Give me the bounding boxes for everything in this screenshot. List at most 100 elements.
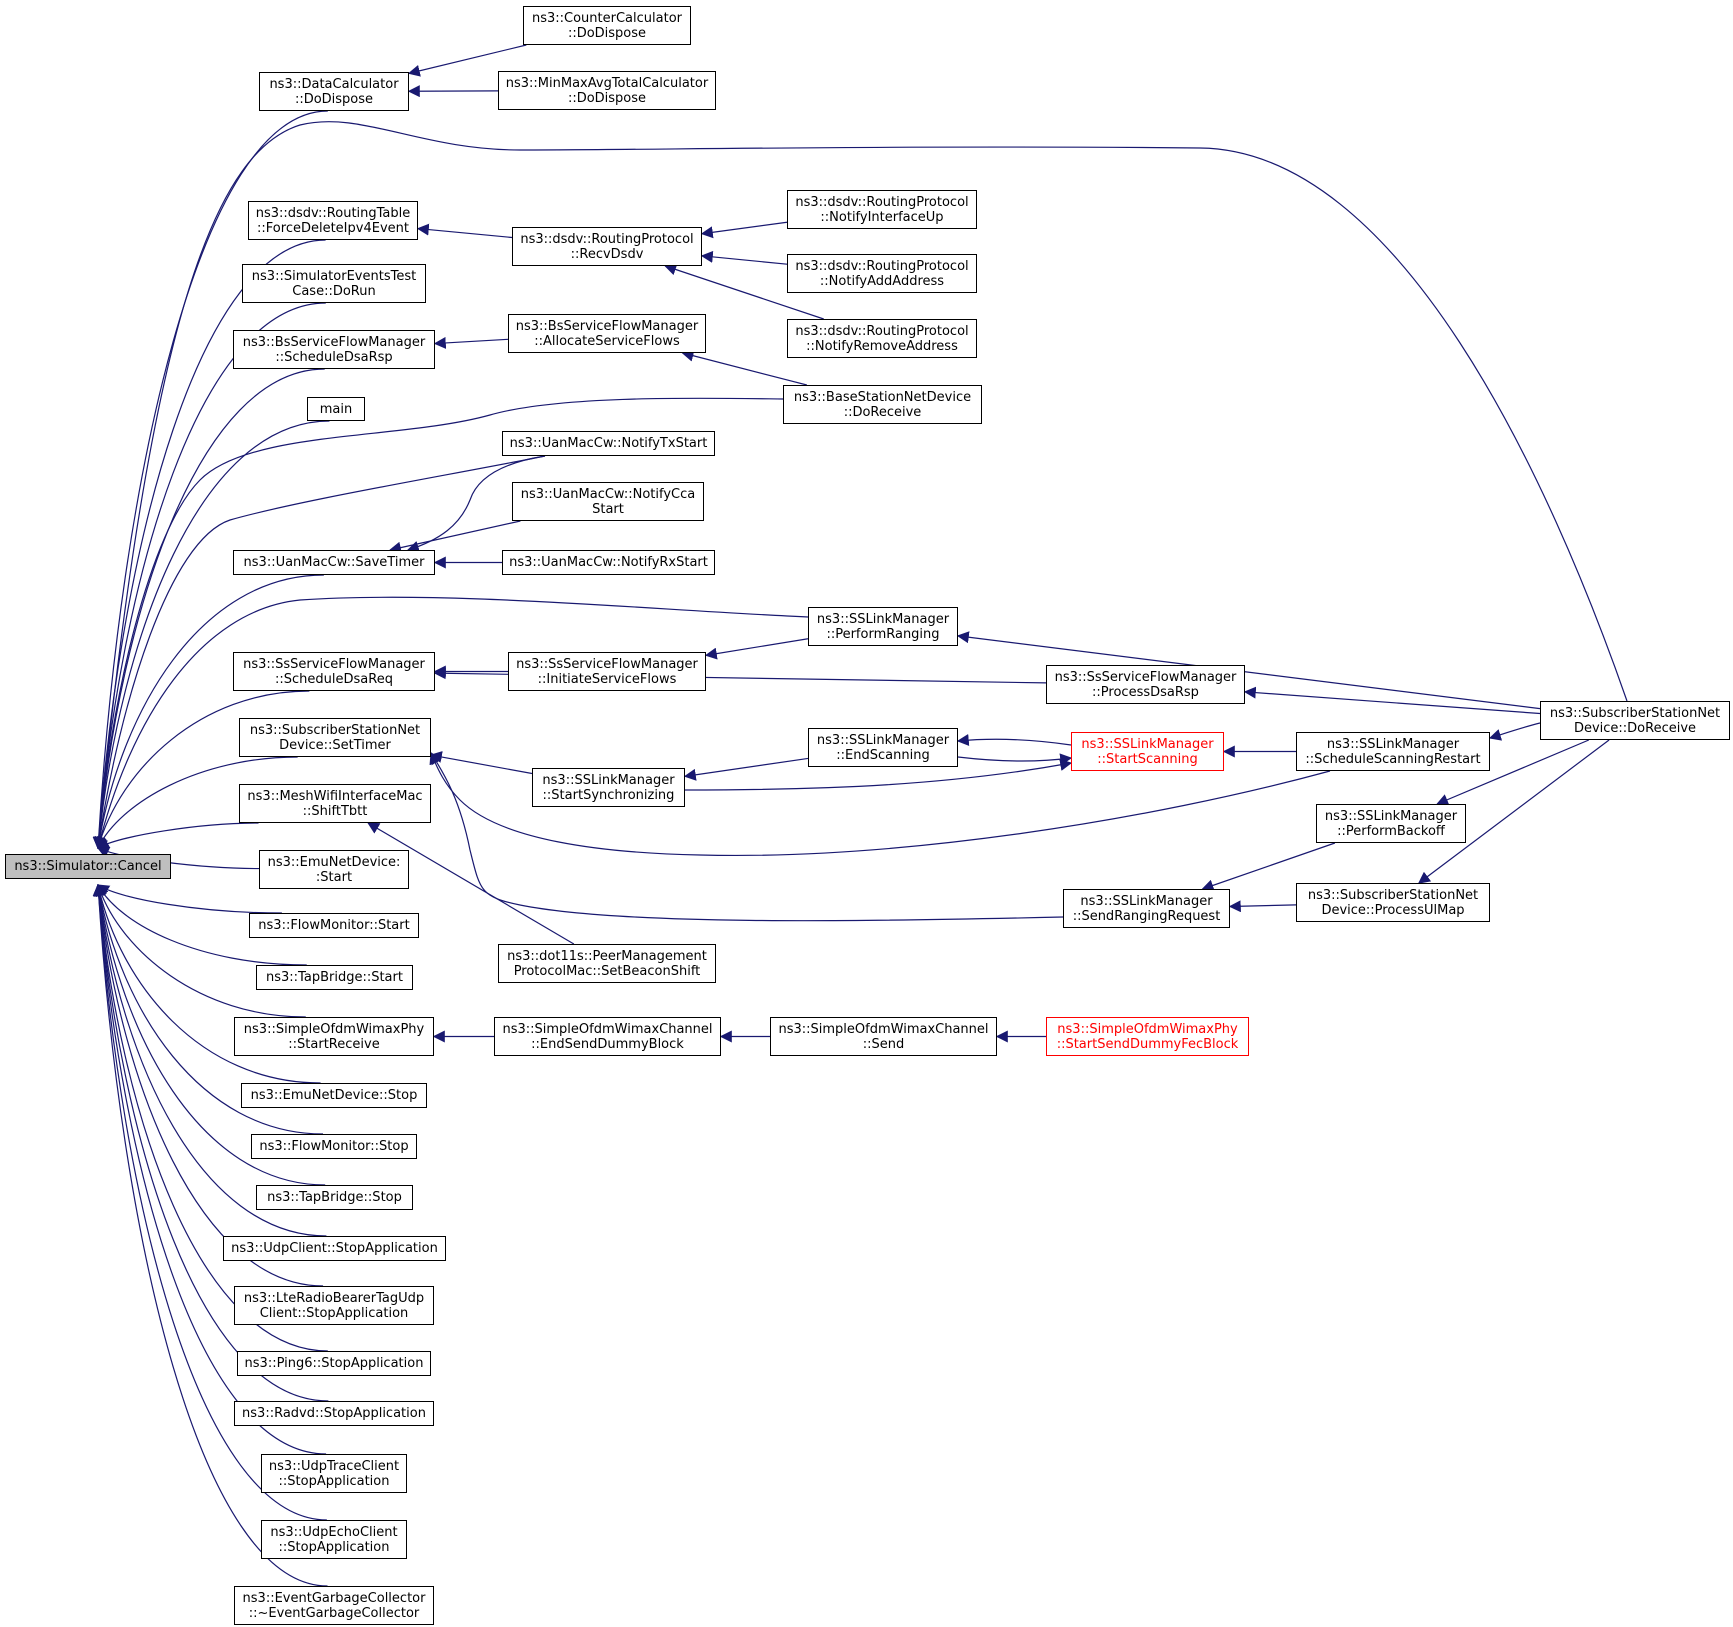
caller-node-es[interactable]: ns3::SSLinkManager::EndScanning — [808, 728, 958, 767]
call-edge-rp-to-rt — [416, 223, 513, 239]
call-edge-ssr-to-sst — [429, 751, 1331, 856]
node-label-line: ns3::SSLinkManager — [1081, 736, 1214, 752]
call-edge-lte-to-root — [93, 883, 324, 1287]
caller-node-dc[interactable]: ns3::DataCalculator::DoDispose — [259, 72, 409, 111]
node-label-line: Start — [592, 501, 624, 517]
node-label-line: ::StopApplication — [278, 1473, 390, 1489]
node-label-line: ::~EventGarbageCollector — [248, 1605, 420, 1621]
caller-node-tbstop[interactable]: ns3::TapBridge::Stop — [256, 1185, 413, 1210]
call-edge-dc-to-root — [92, 110, 328, 850]
call-edge-bsdsa-to-root — [93, 368, 325, 850]
call-edge-naa-to-rp — [700, 250, 788, 265]
caller-node-emus[interactable]: ns3::EmuNetDevice::Start — [259, 850, 409, 889]
call-edge-emustop-to-root — [94, 883, 321, 1084]
node-label-line: ::StartSendDummyFecBlock — [1056, 1036, 1239, 1052]
caller-node-mm[interactable]: ns3::MinMaxAvgTotalCalculator::DoDispose — [498, 71, 716, 110]
call-edge-ssnd-to-pr — [956, 631, 1541, 710]
caller-node-bsalloc[interactable]: ns3::BsServiceFlowManager::AllocateServi… — [508, 314, 706, 353]
caller-node-ssinit[interactable]: ns3::SsServiceFlowManager::InitiateServi… — [508, 652, 706, 691]
caller-node-bsnd[interactable]: ns3::BaseStationNetDevice::DoReceive — [783, 385, 982, 424]
caller-node-mesh[interactable]: ns3::MeshWifiInterfaceMac::ShiftTbtt — [239, 784, 431, 823]
call-edge-ssnd-to-ulmap — [1417, 739, 1610, 884]
node-label-line: ns3::FlowMonitor::Stop — [259, 1139, 409, 1154]
node-label-line: ns3::DataCalculator — [269, 76, 399, 92]
node-label-line: ns3::BsServiceFlowManager — [242, 334, 426, 350]
call-edge-save-to-root — [93, 574, 324, 850]
caller-node-fms[interactable]: ns3::FlowMonitor::Start — [249, 913, 419, 938]
caller-node-sync[interactable]: ns3::SSLinkManager::StartSynchronizing — [532, 768, 685, 807]
caller-node-main[interactable]: main — [307, 397, 365, 421]
call-edge-ncca-to-save — [388, 520, 521, 554]
caller-node-nrx[interactable]: ns3::UanMacCw::NotifyRxStart — [502, 550, 715, 575]
node-label-line: ::StartScanning — [1097, 751, 1198, 767]
call-edge-ulmap-to-srr — [1228, 900, 1297, 913]
caller-node-radvd[interactable]: ns3::Radvd::StopApplication — [234, 1401, 434, 1426]
call-edge-ping-to-root — [93, 883, 328, 1352]
node-label-line: ns3::BaseStationNetDevice — [793, 389, 972, 405]
node-label-line: ::ShiftTbtt — [302, 803, 368, 819]
caller-node-ssproc[interactable]: ns3::SsServiceFlowManager::ProcessDsaRsp — [1046, 665, 1245, 704]
call-edge-ntx-to-save — [406, 455, 546, 553]
node-label-line: ::DoDispose — [567, 25, 647, 41]
caller-node-nra[interactable]: ns3::dsdv::RoutingProtocol::NotifyRemove… — [787, 319, 977, 358]
caller-node-fmstop[interactable]: ns3::FlowMonitor::Stop — [251, 1134, 417, 1159]
caller-node-udpc[interactable]: ns3::UdpClient::StopApplication — [223, 1236, 446, 1261]
call-edge-tbs-to-root — [97, 883, 307, 966]
node-label-line: ns3::UdpEchoClient — [270, 1524, 398, 1540]
node-label-line: ::DoDispose — [294, 91, 374, 107]
caller-node-tbs[interactable]: ns3::TapBridge::Start — [256, 965, 413, 990]
caller-node-ssdfb[interactable]: ns3::SimpleOfdmWimaxPhy::StartSendDummyF… — [1046, 1017, 1249, 1056]
caller-node-rt[interactable]: ns3::dsdv::RoutingTable::ForceDeleteIpv4… — [248, 201, 418, 240]
caller-node-ntx[interactable]: ns3::UanMacCw::NotifyTxStart — [502, 431, 715, 456]
caller-node-sowp[interactable]: ns3::SimpleOfdmWimaxPhy::StartReceive — [234, 1017, 434, 1056]
caller-node-rp[interactable]: ns3::dsdv::RoutingProtocol::RecvDsdv — [512, 227, 702, 266]
caller-node-srr[interactable]: ns3::SSLinkManager::SendRangingRequest — [1063, 889, 1230, 928]
call-edge-bsalloc-to-bsdsa — [433, 336, 509, 349]
node-label-line: ns3::dsdv::RoutingProtocol — [795, 323, 969, 339]
call-edge-es-to-sync — [683, 757, 809, 781]
caller-node-niu[interactable]: ns3::dsdv::RoutingProtocol::NotifyInterf… — [787, 190, 977, 229]
caller-node-ssdsa[interactable]: ns3::SsServiceFlowManager::ScheduleDsaRe… — [233, 652, 435, 691]
call-edge-ssdsa-to-root — [95, 690, 310, 850]
caller-node-ssr[interactable]: ns3::SSLinkManager::ScheduleScanningRest… — [1296, 732, 1490, 771]
call-edge-ssnd-to-pb — [1436, 739, 1590, 806]
caller-node-cc[interactable]: ns3::CounterCalculator::DoDispose — [523, 6, 691, 45]
node-label-line: ns3::Ping6::StopApplication — [244, 1356, 424, 1371]
caller-node-pb[interactable]: ns3::SSLinkManager::PerformBackoff — [1316, 804, 1466, 843]
node-label-line: Device::DoReceive — [1573, 720, 1697, 736]
call-edge-sst-to-root — [97, 756, 298, 850]
node-label-line: Device::SetTimer — [279, 737, 391, 753]
node-label-line: ::PerformBackoff — [1337, 823, 1445, 839]
node-label-line: main — [319, 401, 353, 417]
call-edge-ntx-to-root — [93, 455, 546, 850]
caller-node-esdb[interactable]: ns3::SimpleOfdmWimaxChannel::EndSendDumm… — [494, 1017, 721, 1056]
caller-node-pr[interactable]: ns3::SSLinkManager::PerformRanging — [808, 607, 958, 646]
caller-node-send[interactable]: ns3::SimpleOfdmWimaxChannel::Send — [770, 1017, 997, 1056]
node-label-line: ::ProcessDsaRsp — [1092, 684, 1199, 700]
caller-node-udpec[interactable]: ns3::UdpEchoClient::StopApplication — [261, 1520, 407, 1559]
node-label-line: ns3::SubscriberStationNet — [1549, 705, 1721, 721]
caller-node-emustop[interactable]: ns3::EmuNetDevice::Stop — [241, 1083, 427, 1108]
caller-node-save[interactable]: ns3::UanMacCw::SaveTimer — [233, 550, 435, 575]
node-label-line: Case::DoRun — [292, 283, 376, 299]
caller-node-udptc[interactable]: ns3::UdpTraceClient::StopApplication — [261, 1454, 407, 1493]
node-label-line: ::ScheduleDsaReq — [275, 671, 393, 687]
caller-node-bsdsa[interactable]: ns3::BsServiceFlowManager::ScheduleDsaRs… — [233, 330, 435, 369]
node-label-line: ns3::SSLinkManager — [1326, 736, 1460, 752]
node-label-line: ::AllocateServiceFlows — [534, 333, 680, 349]
call-edge-ss-to-es — [956, 734, 1072, 746]
node-label-line: ns3::CounterCalculator — [531, 10, 682, 26]
caller-node-ss[interactable]: ns3::SSLinkManager::StartScanning — [1071, 732, 1224, 771]
caller-node-naa[interactable]: ns3::dsdv::RoutingProtocol::NotifyAddAdd… — [787, 254, 977, 293]
call-edge-niu-to-rp — [700, 221, 788, 239]
node-label-line: ns3::EmuNetDevice: — [267, 854, 401, 870]
caller-node-ping[interactable]: ns3::Ping6::StopApplication — [237, 1351, 431, 1376]
caller-node-egc[interactable]: ns3::EventGarbageCollector::~EventGarbag… — [234, 1586, 434, 1625]
